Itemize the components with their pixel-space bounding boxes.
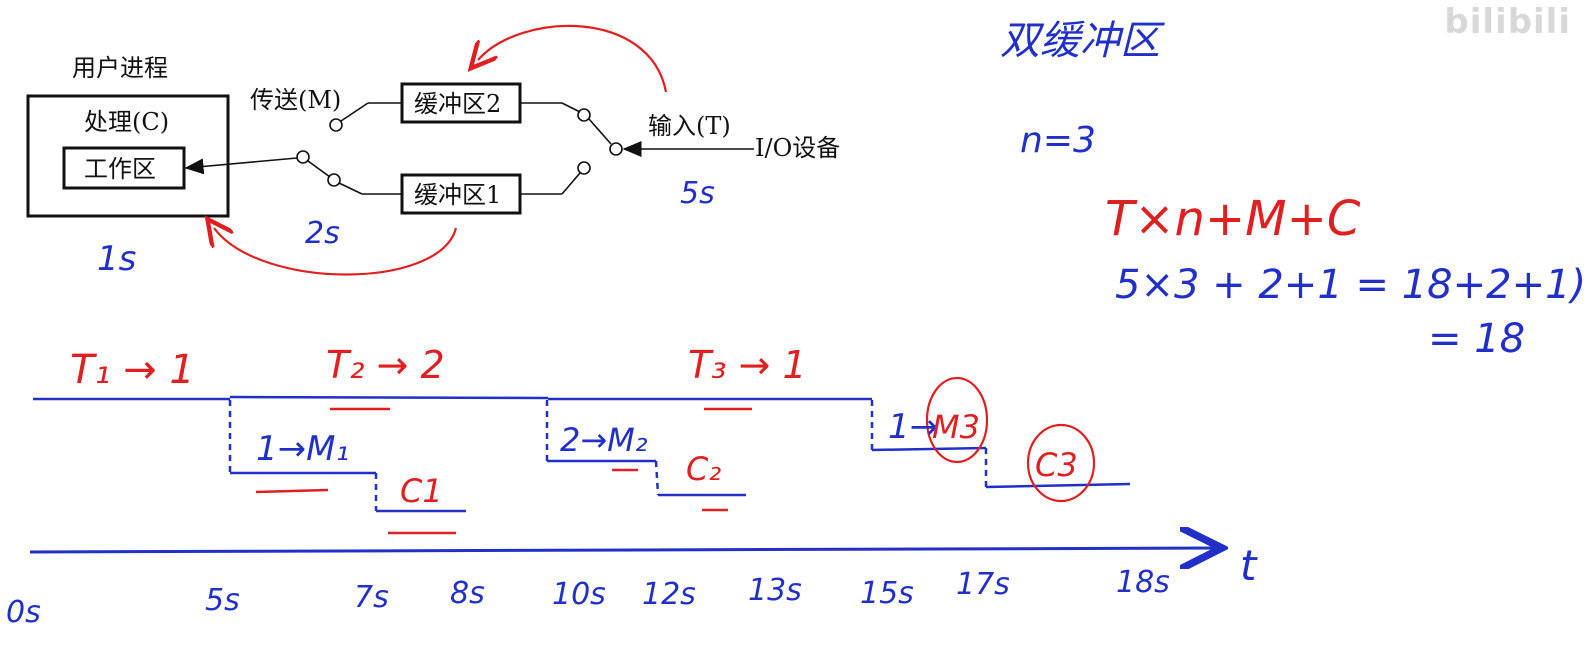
segment-c3: C3 bbox=[1035, 446, 1078, 484]
tick-label: 15s bbox=[860, 576, 914, 611]
tick-label: 17s bbox=[956, 567, 1010, 602]
segment-c2: C₂ bbox=[686, 450, 721, 488]
io-device-label: I/O设备 bbox=[755, 134, 840, 162]
red-underlines bbox=[255, 407, 752, 535]
tick-label: 13s bbox=[748, 573, 802, 608]
tick-label: 12s bbox=[642, 577, 696, 612]
segment-t2: T₂ → 2 bbox=[326, 343, 445, 387]
user-process-label: 用户进程 bbox=[72, 54, 168, 82]
calc-line2-note: = 18 bbox=[1428, 316, 1525, 362]
work-area-label: 工作区 bbox=[84, 155, 156, 183]
timeline-lanes bbox=[33, 395, 1131, 513]
red-arrow-to-user-process bbox=[214, 228, 458, 276]
tick-label: 7s bbox=[354, 580, 389, 615]
tick-label: 10s bbox=[552, 577, 606, 612]
time-transfer-note: 2s bbox=[305, 216, 340, 251]
work-area-box bbox=[62, 146, 186, 190]
time-axis bbox=[29, 548, 1222, 552]
buffer2-label: 缓冲区2 bbox=[414, 90, 501, 118]
tick-label: 8s bbox=[450, 576, 485, 611]
bilibili-watermark: bilibili bbox=[1444, 2, 1571, 42]
segment-m3-prefix: 1→ bbox=[888, 407, 938, 447]
to-work-area-arrow bbox=[184, 157, 298, 175]
c3-circle bbox=[1026, 423, 1096, 503]
segment-c1: C1 bbox=[400, 472, 443, 510]
process-label: 处理(C) bbox=[84, 108, 169, 136]
input-label: 输入(T) bbox=[648, 112, 731, 140]
tick-label: 18s bbox=[1116, 565, 1170, 600]
segment-m2: 2→M₂ bbox=[560, 421, 648, 459]
n-value-note: n=3 bbox=[1020, 120, 1096, 161]
tick-label: 5s bbox=[205, 583, 240, 618]
right-switch bbox=[520, 102, 623, 195]
m3-circle bbox=[925, 376, 989, 464]
time-axis-label: t bbox=[1240, 541, 1258, 590]
time-process-note: 1s bbox=[97, 239, 136, 279]
tick-labels: 0s 5s 7s 8s 10s 12s 13s 15s 17s 18s bbox=[6, 565, 1170, 630]
title-note: 双缓冲区 bbox=[1000, 18, 1165, 64]
tick-label: 0s bbox=[6, 595, 41, 630]
user-process-box bbox=[26, 94, 230, 218]
red-arrow-to-buffer2 bbox=[478, 24, 668, 93]
segment-t3: T₃ → 1 bbox=[688, 343, 807, 387]
segment-m3: M3 bbox=[932, 408, 980, 446]
segment-t1: T₁ → 1 bbox=[70, 347, 195, 393]
segment-m1: 1→M₁ bbox=[256, 429, 349, 469]
buffer1-label: 缓冲区1 bbox=[414, 181, 501, 209]
time-input-note: 5s bbox=[680, 176, 715, 211]
transfer-label: 传送(M) bbox=[250, 86, 341, 114]
left-switch bbox=[296, 102, 402, 195]
calc-line1-note: 5×3 + 2+1 = 18+2+1) bbox=[1115, 262, 1586, 308]
formula-note: T×n+M+C bbox=[1105, 191, 1361, 247]
